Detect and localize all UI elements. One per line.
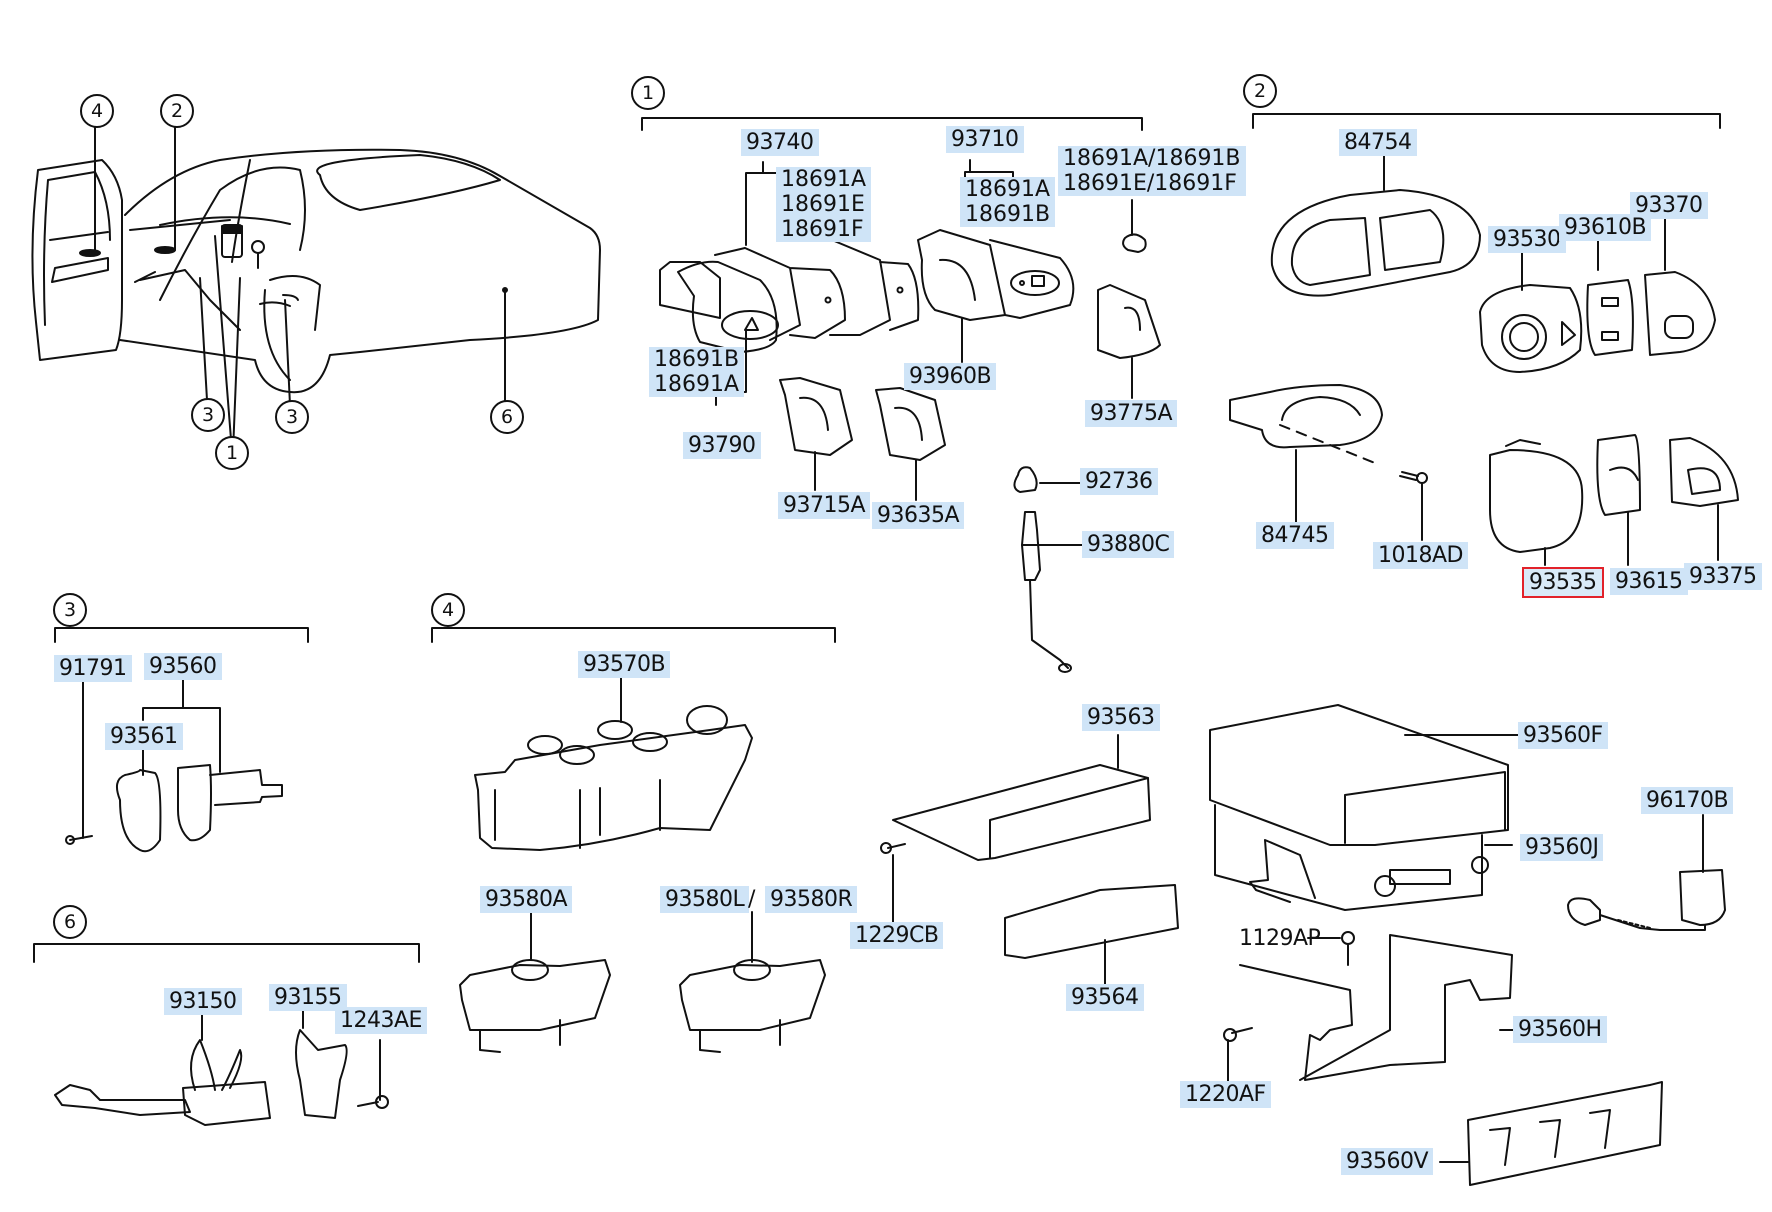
part-93610B[interactable]: 93610B xyxy=(1559,214,1652,241)
part-93775A[interactable]: 93775A xyxy=(1085,400,1178,427)
part-93580L[interactable]: 93580L xyxy=(660,886,750,913)
part-92736[interactable]: 92736 xyxy=(1080,468,1158,495)
part-18691A[interactable]: 18691A xyxy=(965,177,1051,202)
part-18691B[interactable]: 18691B xyxy=(654,347,740,372)
part-18691A[interactable]: 18691A xyxy=(654,372,740,397)
part-93615[interactable]: 93615 xyxy=(1610,568,1688,595)
part-93530[interactable]: 93530 xyxy=(1488,226,1566,253)
group-4-number: 4 xyxy=(431,593,465,627)
part-93570B[interactable]: 93570B xyxy=(578,651,671,678)
car-callout-group-3-left[interactable]: 3 xyxy=(191,398,225,432)
part-93370[interactable]: 93370 xyxy=(1630,192,1708,219)
part-1018AD[interactable]: 1018AD xyxy=(1373,542,1468,569)
part-93155[interactable]: 93155 xyxy=(269,984,347,1011)
part-stack-18691-ab[interactable]: 18691A 18691B xyxy=(960,177,1056,227)
car-callout-group-2[interactable]: 2 xyxy=(160,94,194,128)
group6-art xyxy=(34,944,419,1125)
group3-art xyxy=(55,628,308,851)
car-illustration xyxy=(32,124,600,452)
car-callout-group-6[interactable]: 6 xyxy=(490,400,524,434)
part-93715A[interactable]: 93715A xyxy=(778,492,871,519)
part-93564[interactable]: 93564 xyxy=(1066,984,1144,1011)
part-84745[interactable]: 84745 xyxy=(1256,522,1334,549)
part-18691F[interactable]: 18691F xyxy=(781,217,864,242)
car-callout-group-3-right[interactable]: 3 xyxy=(275,400,309,434)
part-93710[interactable]: 93710 xyxy=(946,126,1024,153)
modules-art xyxy=(881,705,1725,1185)
part-93790[interactable]: 93790 xyxy=(683,432,761,459)
part-93880C[interactable]: 93880C xyxy=(1082,531,1175,558)
group1-art xyxy=(642,118,1160,672)
part-93960B[interactable]: 93960B xyxy=(904,363,997,390)
part-93580R[interactable]: 93580R xyxy=(765,886,858,913)
group-6-number: 6 xyxy=(53,905,87,939)
part-stack-18691-ba[interactable]: 18691B 18691A xyxy=(649,347,745,397)
part-93560[interactable]: 93560 xyxy=(144,653,222,680)
part-93150[interactable]: 93150 xyxy=(164,988,242,1015)
part-91791[interactable]: 91791 xyxy=(54,655,132,682)
part-93535-selected[interactable]: 93535 xyxy=(1522,567,1604,598)
part-93740[interactable]: 93740 xyxy=(741,129,819,156)
part-93560V[interactable]: 93560V xyxy=(1341,1148,1434,1175)
part-18691A-18691B[interactable]: 18691A/18691B xyxy=(1063,146,1241,171)
part-96170B[interactable]: 96170B xyxy=(1641,787,1734,814)
part-93560J[interactable]: 93560J xyxy=(1520,834,1604,861)
part-1129AP[interactable]: 1129AP xyxy=(1239,926,1321,951)
part-93560F[interactable]: 93560F xyxy=(1518,722,1608,749)
part-93563[interactable]: 93563 xyxy=(1082,704,1160,731)
car-callout-group-4[interactable]: 4 xyxy=(80,94,114,128)
group4-art xyxy=(432,628,835,1052)
part-93580A[interactable]: 93580A xyxy=(480,886,573,913)
part-separator-slash: / xyxy=(748,887,755,912)
part-18691A[interactable]: 18691A xyxy=(781,167,867,192)
group-1-number: 1 xyxy=(631,76,665,110)
part-stack-18691-aef[interactable]: 18691A 18691E 18691F xyxy=(776,167,872,242)
group2-art xyxy=(1230,114,1738,565)
part-93560H[interactable]: 93560H xyxy=(1513,1016,1607,1043)
part-93375[interactable]: 93375 xyxy=(1684,563,1762,590)
part-1220AF[interactable]: 1220AF xyxy=(1180,1081,1271,1108)
part-84754[interactable]: 84754 xyxy=(1339,129,1417,156)
part-1243AE[interactable]: 1243AE xyxy=(335,1007,427,1034)
part-18691E[interactable]: 18691E xyxy=(781,192,865,217)
part-1229CB[interactable]: 1229CB xyxy=(850,922,944,949)
part-18691E-18691F[interactable]: 18691E/18691F xyxy=(1063,171,1237,196)
part-93561[interactable]: 93561 xyxy=(105,723,183,750)
part-18691B[interactable]: 18691B xyxy=(965,202,1051,227)
car-callout-group-1[interactable]: 1 xyxy=(215,436,249,470)
part-93635A[interactable]: 93635A xyxy=(872,502,965,529)
part-stack-18691-abef[interactable]: 18691A/18691B 18691E/18691F xyxy=(1058,146,1246,196)
group-2-number: 2 xyxy=(1243,74,1277,108)
group-3-number: 3 xyxy=(53,593,87,627)
